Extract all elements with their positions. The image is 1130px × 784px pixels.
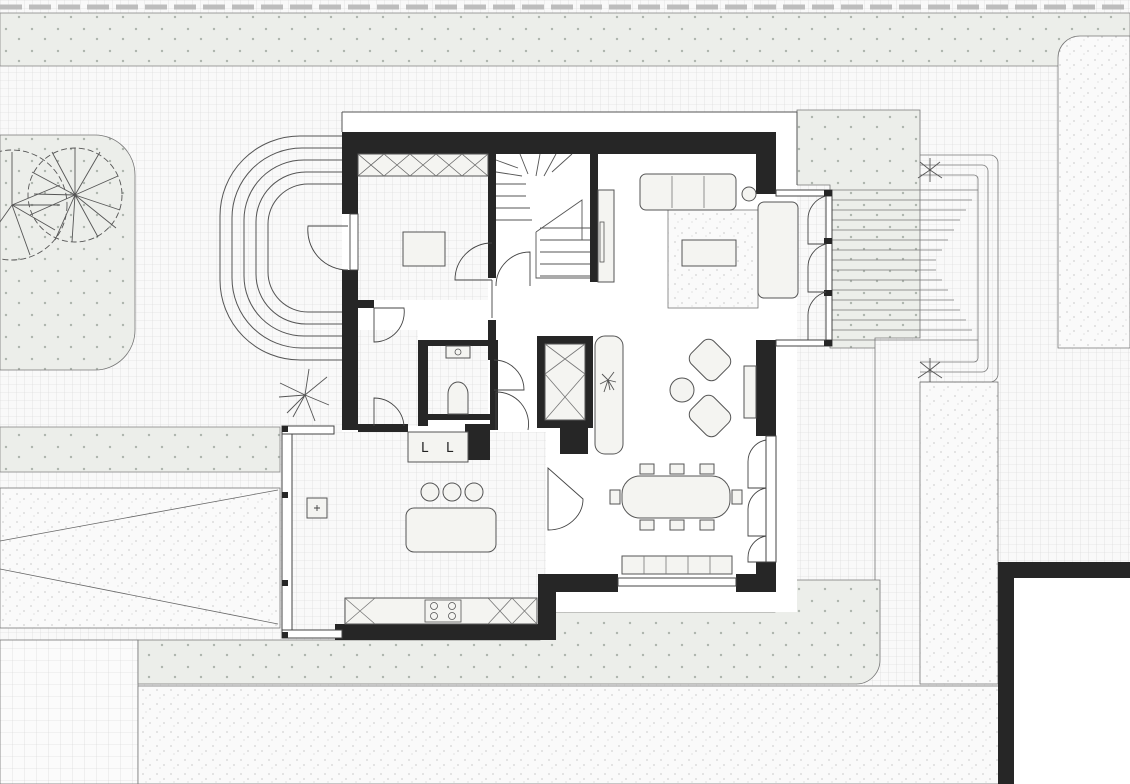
sofa-cushions <box>671 176 705 208</box>
bar-stools <box>420 482 484 502</box>
sink-drain <box>454 348 462 356</box>
living-east-glazing <box>775 189 833 347</box>
dining-table <box>621 475 731 519</box>
garden-strip-west <box>0 426 281 473</box>
shoe-cabinet <box>357 153 489 177</box>
terrace-paving <box>137 109 921 685</box>
plant-icon <box>599 371 617 393</box>
dining-glazing <box>617 435 777 587</box>
house-outline <box>341 111 798 185</box>
tiled-area-southwest <box>0 639 139 784</box>
kitchen-window-wall <box>281 425 343 639</box>
kitchen-utility-block <box>407 431 469 463</box>
fireplace-column <box>594 335 624 455</box>
plant-icon <box>278 158 943 422</box>
driveway <box>0 487 281 629</box>
armchairs <box>669 338 732 438</box>
east-terrace-steps <box>830 154 999 383</box>
tv-panel <box>599 221 605 263</box>
kitchen-wall-unit-label: L <box>446 441 454 456</box>
bench <box>621 555 733 575</box>
corridor-door-lower[interactable] <box>373 397 405 427</box>
closet-shelving <box>544 343 586 421</box>
lawn-north <box>0 12 1130 67</box>
sofa-side <box>757 201 799 299</box>
kitchen-wall-unit-label: L <box>421 441 429 456</box>
exterior-walls <box>335 132 776 640</box>
pantry-doors[interactable] <box>547 467 584 531</box>
kitchen-tap <box>314 505 320 511</box>
corridor-floor <box>358 330 418 426</box>
tree-symbol <box>0 147 123 261</box>
driveway-gate <box>0 489 279 625</box>
coffee-table <box>681 239 737 267</box>
sofa <box>639 173 737 211</box>
staircase <box>495 153 590 279</box>
entrance-door[interactable] <box>307 213 359 271</box>
hall-door[interactable] <box>454 242 493 318</box>
cooktop <box>424 599 462 623</box>
sink <box>445 345 471 359</box>
kitchen-island <box>405 507 497 553</box>
hall-table <box>402 231 446 267</box>
garden-bed-west <box>0 134 136 371</box>
west-entrance-steps <box>219 135 342 361</box>
neighbour-building-wall <box>998 562 1130 784</box>
neighbour-building-interior <box>1014 578 1130 784</box>
corridor-door-upper[interactable] <box>373 307 405 343</box>
dining-chairs <box>609 463 743 531</box>
kitchen-door[interactable] <box>495 391 529 431</box>
toilet-icon <box>447 381 469 415</box>
toilet-door[interactable] <box>493 359 525 391</box>
lawn-south <box>137 685 1001 784</box>
lamp-icon <box>741 186 757 202</box>
tv-cabinet <box>597 189 615 283</box>
interior-walls <box>358 152 598 460</box>
stair-door[interactable] <box>495 251 531 287</box>
lawn-east <box>1057 35 1130 349</box>
lawn-southeast <box>919 381 999 685</box>
bench-divisions <box>643 556 711 574</box>
sideboard <box>743 365 757 419</box>
